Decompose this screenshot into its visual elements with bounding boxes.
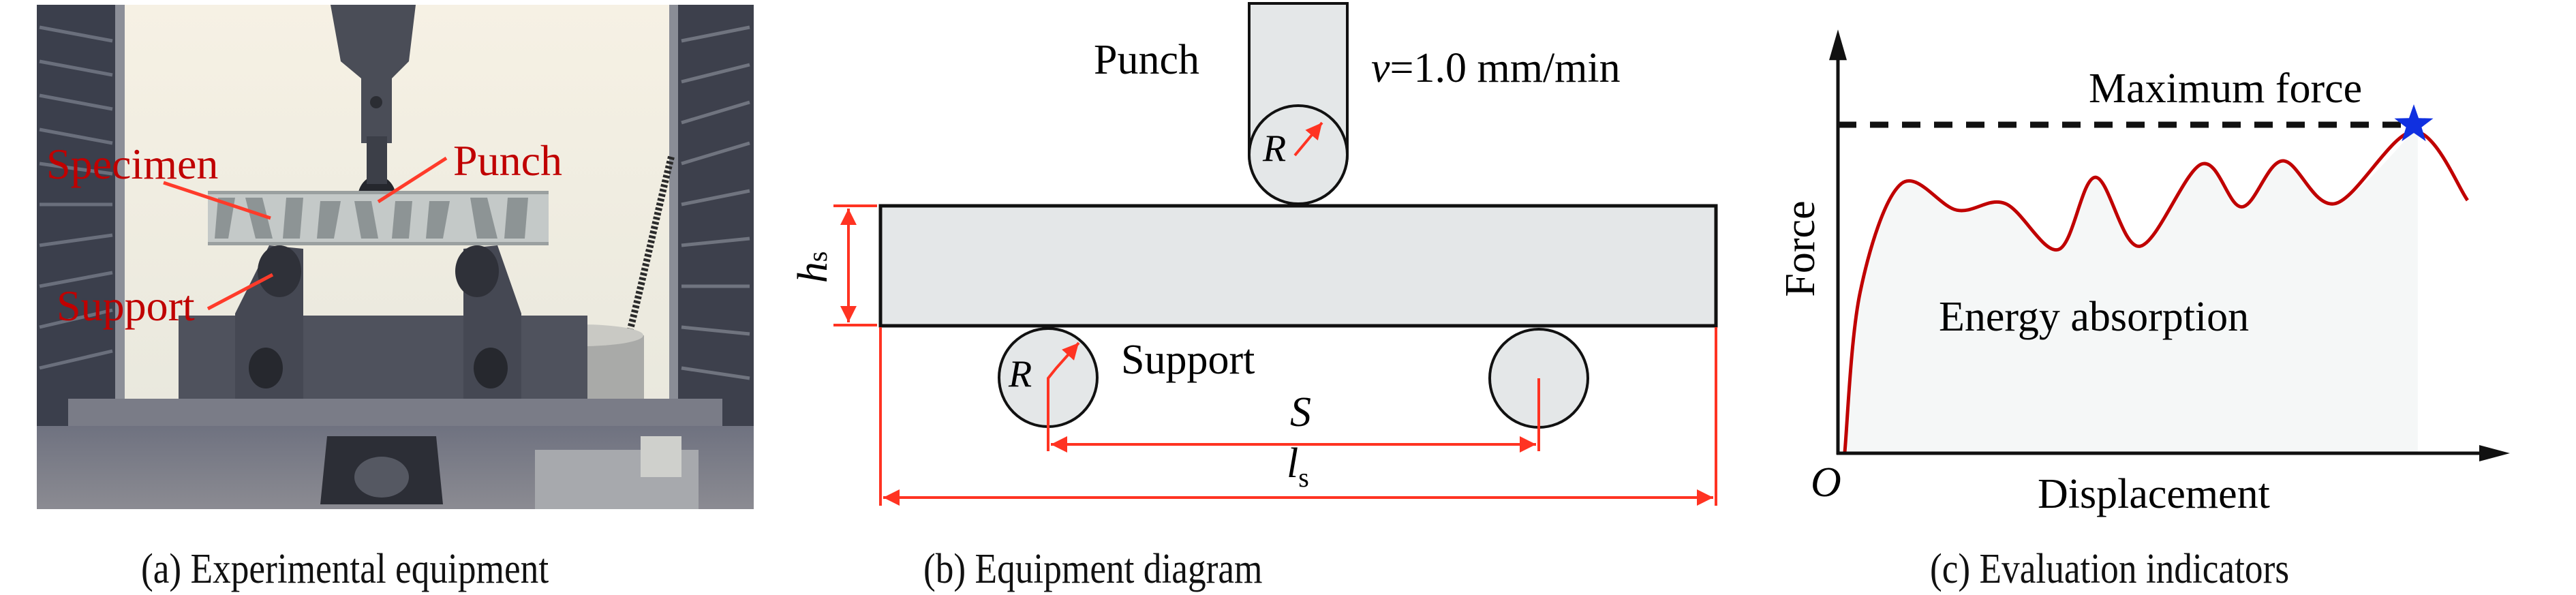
photo-label-specimen: Specimen	[46, 140, 218, 188]
support-label: Support	[1121, 337, 1255, 383]
punch-radius-label: R	[1262, 127, 1286, 170]
y-axis-label: Force	[1777, 200, 1824, 296]
maximum-force-star-marker	[2394, 104, 2434, 142]
x-axis-label: Displacement	[2038, 471, 2270, 517]
velocity-label: v=1.0 mm/min	[1371, 45, 1621, 91]
specimen-leader	[163, 181, 271, 220]
length-dimension	[879, 327, 1717, 506]
energy-absorption-area	[1844, 127, 2418, 453]
caption-a: (a) Experimental equipment	[141, 546, 549, 592]
left-column-slats	[39, 25, 113, 370]
equipment-diagram: R R hs S ls Punch	[790, 2, 1718, 506]
photo-leader-lines	[163, 156, 448, 311]
support-radius-label: R	[1008, 353, 1032, 395]
y-axis-arrow	[1829, 29, 1847, 61]
panel-equipment-diagram: R R hs S ls Punch	[784, 0, 1772, 595]
right-column-slats	[681, 25, 750, 380]
height-dimension	[833, 204, 877, 326]
x-axis-arrow	[2479, 445, 2510, 461]
machine-table	[68, 399, 722, 426]
support-leader	[206, 273, 274, 311]
punch-leader	[377, 156, 448, 204]
equipment-photo: Punch Specimen Support	[37, 5, 754, 509]
caption-c: (c) Evaluation indicators	[1930, 546, 2290, 592]
specimen-lattice	[215, 198, 528, 239]
span-label: S	[1290, 389, 1311, 436]
punch-label: Punch	[1094, 37, 1199, 83]
panel-evaluation-indicators: Maximum force Energy absorption Force Di…	[1772, 0, 2576, 595]
photo-label-punch: Punch	[453, 136, 562, 185]
force-displacement-chart: Maximum force Energy absorption Force Di…	[1777, 29, 2510, 517]
punch-holder	[331, 5, 416, 143]
photo-label-support: Support	[57, 281, 195, 330]
punch-radius-arrow	[1293, 121, 1323, 157]
panel-experimental-equipment: Punch Specimen Support (a) Experimental …	[0, 0, 784, 595]
maximum-force-label: Maximum force	[2089, 65, 2362, 112]
support-radius-arrow	[1047, 341, 1080, 451]
length-label: ls	[1287, 440, 1309, 493]
caption-b: (b) Equipment diagram	[923, 546, 1263, 592]
height-label: hs	[790, 251, 836, 284]
punch-roller	[1248, 104, 1349, 205]
origin-label: O	[1811, 459, 1841, 506]
force-curve	[1843, 129, 2469, 454]
specimen-rect	[878, 204, 1718, 328]
energy-absorption-label: Energy absorption	[1939, 294, 2249, 340]
